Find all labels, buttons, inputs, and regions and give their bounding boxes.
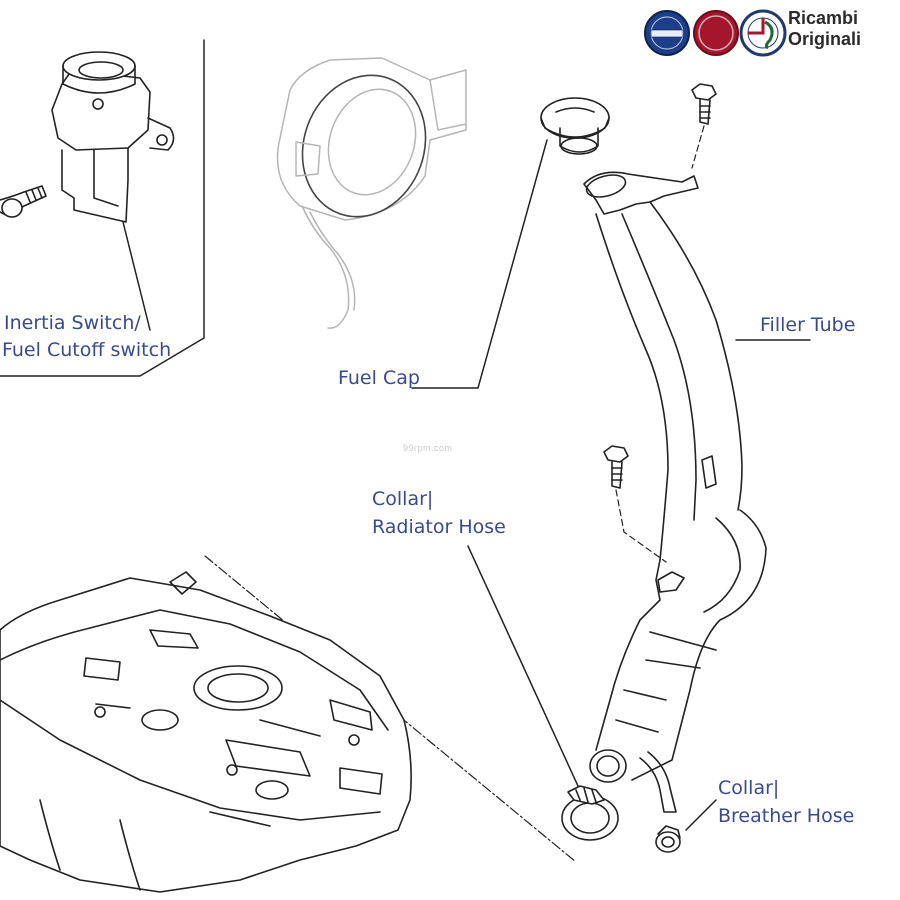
fuel-cap-label: Fuel Cap — [338, 367, 420, 389]
brand-logos — [644, 9, 787, 57]
side-bolt-dashed-line — [615, 489, 667, 563]
filler-tube-drawing — [583, 171, 767, 813]
fuel-tank-drawing — [0, 571, 412, 893]
brand-line1: Ricambi — [788, 8, 859, 28]
collar-radiator-label-line1: Collar| — [372, 488, 434, 510]
inertia-switch-drawing — [0, 51, 175, 223]
side-bolt-drawing — [603, 445, 629, 489]
radiator-collar-leader — [467, 545, 579, 787]
fuel-cap-leader — [411, 139, 548, 389]
collar-breather-label-line2: Breather Hose — [718, 805, 855, 827]
collar-breather-label-line1: Collar| — [718, 777, 780, 799]
top-bolt-drawing — [691, 83, 717, 125]
brand-text: Ricambi Originali — [788, 8, 861, 50]
breather-hose-collar-drawing — [655, 825, 681, 853]
fiat-logo — [693, 10, 739, 56]
inertia-switch-label-line2: Fuel Cutoff switch — [2, 339, 172, 361]
collar-radiator-label-line2: Radiator Hose — [372, 516, 506, 538]
radiator-hose-collar-drawing — [561, 785, 619, 841]
top-bolt-dashed-line — [691, 125, 705, 169]
filler-tube-label: Filler Tube — [760, 314, 856, 336]
fuel-cap-drawing — [540, 97, 610, 155]
inertia-switch-label-line1: Inertia Switch/ — [4, 312, 141, 334]
inertia-switch-leader-frame — [0, 39, 205, 377]
brand-line2: Originali — [788, 29, 862, 49]
watermark: 99rpm.com — [403, 443, 453, 453]
breather-collar-leader — [685, 799, 717, 831]
fuel-door-housing-drawing — [276, 57, 467, 329]
